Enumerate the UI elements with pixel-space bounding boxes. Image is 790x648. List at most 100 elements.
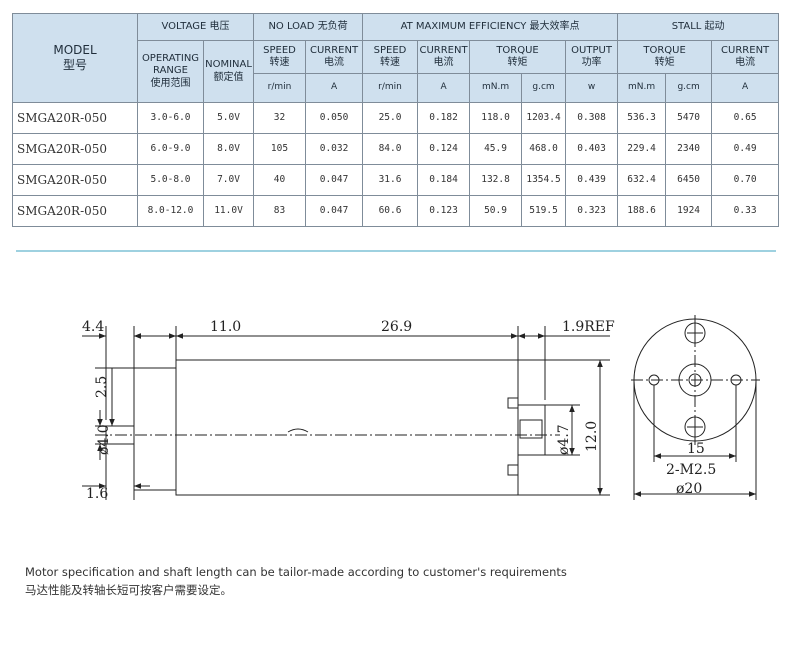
unit-nl-speed: r/min bbox=[253, 73, 307, 103]
cell-me-torque-g: 1203.4 bbox=[521, 102, 567, 134]
cell-me-torque-mn: 132.8 bbox=[469, 164, 523, 196]
dim-4-4: 4.4 bbox=[82, 319, 104, 335]
gearbox-outline bbox=[133, 367, 177, 491]
dim-d20: ø20 bbox=[676, 481, 702, 497]
nl-current-l1: CURRENT bbox=[309, 44, 359, 56]
cell-noload-current: 0.047 bbox=[305, 164, 364, 196]
unit-st-torque-mn: mN.m bbox=[617, 73, 667, 103]
cell-me-speed: 31.6 bbox=[362, 164, 419, 196]
operating-range-l1: OPERATING bbox=[141, 52, 200, 64]
nl-current-l2: 电流 bbox=[324, 57, 345, 68]
spec-note-en: Motor specification and shaft length can… bbox=[25, 565, 567, 579]
cell-me-output: 0.323 bbox=[565, 195, 619, 227]
terminal-top bbox=[507, 397, 519, 409]
cell-model: SMGA20R-050 bbox=[12, 133, 138, 165]
cell-model: SMGA20R-050 bbox=[12, 195, 138, 227]
me-output-l1: OUTPUT bbox=[571, 44, 612, 56]
st-torque-l2: 转矩 bbox=[654, 57, 675, 68]
dim-12-0: 12.0 bbox=[584, 421, 600, 452]
dim-1-9: 1.9REF bbox=[562, 319, 615, 335]
cell-me-torque-g: 519.5 bbox=[521, 195, 567, 227]
cell-model: SMGA20R-050 bbox=[12, 164, 138, 196]
cell-model: SMGA20R-050 bbox=[12, 102, 138, 134]
spec-note-zh: 马达性能及转轴长短可按客户需要设定。 bbox=[25, 583, 232, 597]
max-efficiency-header: AT MAXIMUM EFFICIENCY 最大效率点 bbox=[362, 13, 619, 41]
me-torque-l1: TORQUE bbox=[496, 44, 539, 56]
cell-nominal-voltage: 5.0V bbox=[202, 102, 255, 134]
cell-me-torque-mn: 45.9 bbox=[469, 133, 523, 165]
cell-stall-torque-g: 2340 bbox=[665, 133, 713, 165]
st-torque-l1: TORQUE bbox=[643, 44, 686, 56]
motor-body bbox=[175, 359, 519, 496]
cell-stall-current: 0.33 bbox=[711, 195, 780, 227]
st-current-l2: 电流 bbox=[735, 57, 756, 68]
operating-range-l3: 使用范围 bbox=[150, 77, 191, 89]
cell-operating-range: 5.0-8.0 bbox=[137, 164, 204, 196]
rear-terminal bbox=[519, 419, 543, 439]
cell-noload-speed: 32 bbox=[253, 102, 307, 134]
section-divider bbox=[16, 250, 776, 252]
me-current-l1: CURRENT bbox=[419, 44, 468, 56]
dim-d4-7: ø4.7 bbox=[556, 424, 572, 455]
cell-me-output: 0.308 bbox=[565, 102, 619, 134]
cell-stall-torque-mn: 229.4 bbox=[617, 133, 667, 165]
cell-noload-current: 0.032 bbox=[305, 133, 364, 165]
rear-boss bbox=[517, 404, 546, 456]
st-current-l1: CURRENT bbox=[721, 44, 770, 56]
model-header-zh: 型号 bbox=[62, 58, 87, 72]
voltage-header: VOLTAGE 电压 bbox=[136, 13, 255, 41]
cell-me-speed: 60.6 bbox=[362, 195, 419, 227]
dim-26-9: 26.9 bbox=[381, 319, 412, 335]
me-speed-l1: SPEED bbox=[373, 44, 407, 56]
model-header-en: MODEL bbox=[53, 43, 97, 57]
terminal-bottom bbox=[507, 464, 519, 476]
me-speed-l2: 转速 bbox=[380, 57, 401, 68]
noload-header: NO LOAD 无负荷 bbox=[253, 13, 364, 41]
nl-speed-l2: 转速 bbox=[269, 57, 290, 68]
cell-stall-current: 0.70 bbox=[711, 164, 780, 196]
dim-11-0: 11.0 bbox=[210, 319, 241, 335]
cell-me-output: 0.439 bbox=[565, 164, 619, 196]
cell-stall-torque-g: 6450 bbox=[665, 164, 713, 196]
cell-nominal-voltage: 8.0V bbox=[202, 133, 255, 165]
cell-noload-current: 0.047 bbox=[305, 195, 364, 227]
unit-me-output: w bbox=[565, 73, 619, 103]
me-torque-l2: 转矩 bbox=[507, 57, 528, 68]
dim-1-6: 1.6 bbox=[86, 486, 108, 502]
dim-d4-0: ø4.0 bbox=[96, 424, 112, 455]
cell-me-torque-mn: 118.0 bbox=[469, 102, 523, 134]
cell-nominal-voltage: 7.0V bbox=[202, 164, 255, 196]
cell-me-current: 0.124 bbox=[417, 133, 471, 165]
me-current-l2: 电流 bbox=[433, 57, 454, 68]
cell-noload-speed: 40 bbox=[253, 164, 307, 196]
cell-stall-current: 0.65 bbox=[711, 102, 780, 134]
dim-15: 15 bbox=[687, 441, 705, 457]
nominal-l2: 额定值 bbox=[213, 71, 244, 83]
nl-speed-l1: SPEED bbox=[263, 44, 296, 56]
unit-nl-current: A bbox=[305, 73, 364, 103]
unit-me-torque-g: g.cm bbox=[521, 73, 567, 103]
cell-me-torque-mn: 50.9 bbox=[469, 195, 523, 227]
unit-me-torque-mn: mN.m bbox=[469, 73, 523, 103]
cell-me-speed: 25.0 bbox=[362, 102, 419, 134]
cell-stall-torque-mn: 632.4 bbox=[617, 164, 667, 196]
cell-operating-range: 8.0-12.0 bbox=[137, 195, 204, 227]
dim-2-m2-5: 2-M2.5 bbox=[666, 462, 716, 478]
cell-nominal-voltage: 11.0V bbox=[202, 195, 255, 227]
